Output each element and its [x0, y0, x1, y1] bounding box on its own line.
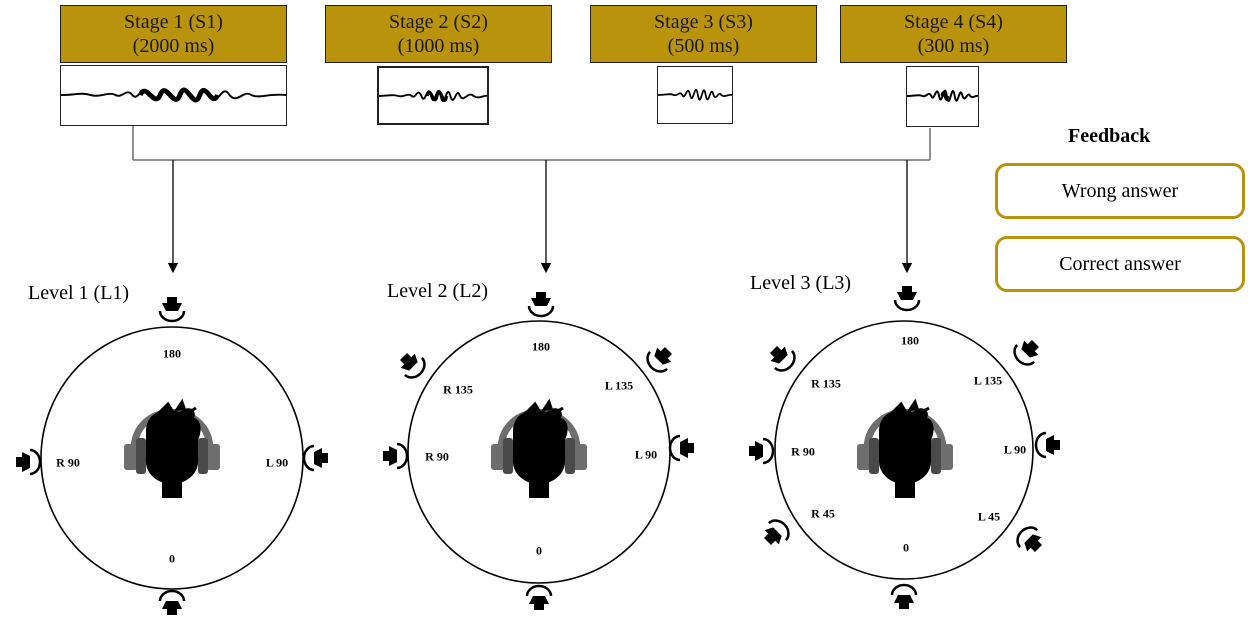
level-2-label-l135: L 135: [604, 378, 634, 393]
stage-1-title: Stage 1 (S1): [124, 11, 223, 33]
waveform-icon: [907, 89, 978, 102]
stage-1-header: Stage 1 (S1) (2000 ms): [60, 5, 287, 63]
wrong-answer-button[interactable]: Wrong answer: [995, 163, 1245, 219]
stage-2-waveform: [377, 66, 489, 125]
speaker-icon: [158, 589, 186, 617]
level-2-label-180: 180: [532, 339, 550, 354]
level-3-label-0: 0: [903, 540, 909, 555]
listener-headphones-icon: [491, 402, 587, 498]
level-1-diagram: [14, 295, 330, 617]
listener-headphones-icon: [124, 402, 220, 498]
level-2-title: Level 2 (L2): [387, 280, 489, 302]
stage-3-title: Stage 3 (S3): [654, 11, 753, 33]
level-1-label-180: 180: [163, 346, 181, 361]
level-3-label-r45: R 45: [811, 506, 835, 521]
correct-answer-button[interactable]: Correct answer: [995, 236, 1245, 292]
stage-4-title: Stage 4 (S4): [904, 11, 1003, 33]
speaker-icon: [158, 295, 186, 323]
speaker-icon: [1008, 333, 1046, 371]
stage-2-title: Stage 2 (S2): [389, 11, 488, 33]
speaker-icon: [525, 584, 553, 612]
stage-2-duration: (1000 ms): [397, 35, 480, 57]
speaker-icon: [14, 448, 42, 476]
level-1-label-l90: L 90: [265, 455, 289, 470]
listener-headphones-icon: [857, 402, 953, 498]
stage-3-waveform: [657, 66, 733, 124]
speaker-icon: [641, 340, 679, 378]
waveform-icon: [61, 87, 286, 103]
level-3-label-r90: R 90: [791, 444, 815, 459]
level-3-label-r135: R 135: [811, 376, 841, 391]
speaker-icon: [302, 444, 330, 472]
level-3-label-180: 180: [901, 333, 919, 348]
speaker-icon: [668, 434, 696, 462]
level-3-diagram: [747, 284, 1062, 611]
level-1-label-0: 0: [169, 551, 175, 566]
speaker-icon: [1034, 431, 1062, 459]
stage-4-duration: (300 ms): [917, 35, 990, 57]
speaker-icon: [527, 290, 555, 318]
speaker-icon: [1011, 521, 1049, 559]
level-2-label-0: 0: [536, 543, 542, 558]
level-3-label-l135: L 135: [973, 373, 1003, 388]
stage-1-waveform: [60, 65, 287, 126]
stage-1-duration: (2000 ms): [132, 35, 215, 57]
speaker-icon: [747, 437, 775, 465]
feedback-title: Feedback: [1068, 125, 1151, 147]
level-2-label-r135: R 135: [443, 382, 473, 397]
speaker-icon: [890, 583, 918, 611]
level-3-label-l90: L 90: [1003, 442, 1027, 457]
speaker-icon: [757, 514, 795, 552]
stage-4-waveform: [906, 66, 979, 127]
stage-3-duration: (500 ms): [667, 35, 740, 57]
level-1-title: Level 1 (L1): [28, 282, 130, 304]
stage-4-header: Stage 4 (S4) (300 ms): [840, 5, 1067, 63]
level-2-label-r90: R 90: [425, 449, 449, 464]
level-3-label-l45: L 45: [977, 509, 1001, 524]
speaker-icon: [381, 442, 409, 470]
level-1-label-r90: R 90: [56, 455, 80, 470]
level-3-title: Level 3 (L3): [750, 272, 852, 294]
level-2-diagram: [381, 290, 696, 612]
waveform-icon: [379, 89, 487, 102]
speaker-icon: [393, 346, 431, 384]
waveform-icon: [658, 88, 732, 101]
level-3-circle: [774, 320, 1034, 580]
speaker-icon: [763, 339, 801, 377]
speaker-icon: [893, 284, 921, 312]
stage-2-header: Stage 2 (S2) (1000 ms): [325, 5, 552, 63]
stage-connector: [132, 126, 931, 274]
stage-3-header: Stage 3 (S3) (500 ms): [590, 5, 817, 63]
level-2-label-l90: L 90: [634, 447, 658, 462]
